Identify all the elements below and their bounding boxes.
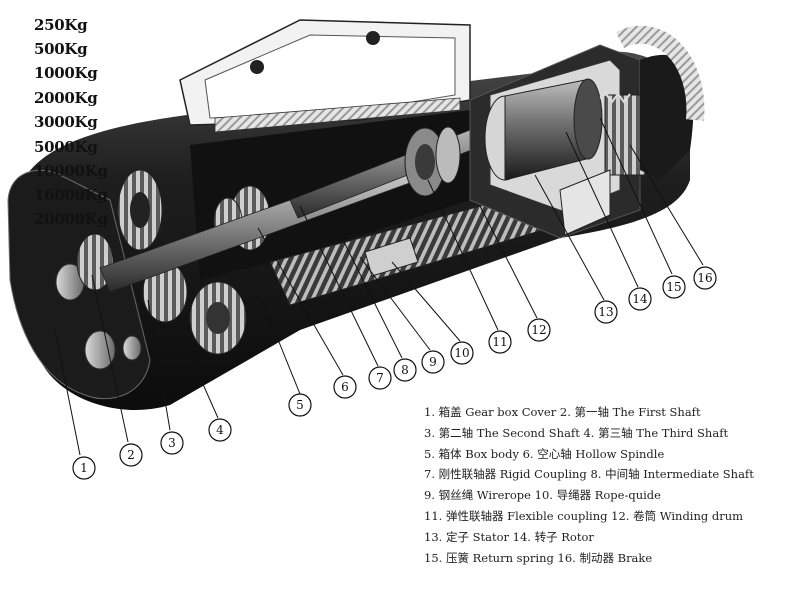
cover-cap-bottom	[84, 330, 116, 370]
callout-7: 7	[368, 366, 392, 390]
callout-circle	[160, 431, 184, 455]
capacity-label: 3000Kg	[34, 113, 98, 131]
callout-circle	[662, 275, 686, 299]
callout-number: 3	[168, 436, 176, 450]
callout-circle	[421, 350, 445, 374]
capacity-label: 10000Kg	[34, 162, 108, 180]
callout-circle	[208, 418, 232, 442]
callout-13: 13	[594, 300, 618, 324]
legend-row: 15. 压簧 Return spring 16. 制动器 Brake	[424, 550, 653, 565]
callout-number: 11	[492, 335, 507, 349]
gear-stack-first-shaft	[117, 169, 163, 251]
capacity-label: 250Kg	[34, 16, 88, 34]
callout-circle	[288, 393, 312, 417]
callout-number: 6	[341, 380, 349, 394]
callout-circle	[527, 318, 551, 342]
parts-legend: 1. 箱盖 Gear box Cover 2. 第一轴 The First Sh…	[424, 402, 794, 568]
gear-stack-third-shaft	[189, 281, 247, 355]
capacity-label: 20000Kg	[34, 210, 108, 228]
callout-number: 4	[216, 423, 224, 437]
legend-row: 1. 箱盖 Gear box Cover 2. 第一轴 The First Sh…	[424, 405, 701, 419]
callout-16: 16	[693, 266, 717, 290]
callout-3: 3	[160, 431, 184, 455]
callout-number: 14	[632, 292, 648, 306]
callout-1: 1	[72, 456, 96, 480]
legend-row: 3. 第二轴 The Second Shaft 4. 第三轴 The Third…	[424, 425, 729, 440]
legend-row: 7. 刚性联轴器 Rigid Coupling 8. 中间轴 Intermedi…	[424, 467, 754, 482]
brake	[604, 25, 705, 181]
callout-number: 10	[454, 346, 469, 360]
legend-row: 9. 钢丝绳 Wirerope 10. 导绳器 Rope-quide	[424, 488, 661, 503]
callout-circle	[628, 287, 652, 311]
callout-circle	[368, 366, 392, 390]
callout-8: 8	[393, 358, 417, 382]
callout-number: 12	[531, 323, 546, 337]
callout-10: 10	[450, 341, 474, 365]
lifting-hole-right	[366, 31, 380, 45]
callout-number: 8	[401, 363, 409, 377]
callout-11: 11	[488, 330, 512, 354]
callout-number: 5	[296, 398, 304, 412]
callout-circle	[693, 266, 717, 290]
callout-circle	[72, 456, 96, 480]
callout-12: 12	[527, 318, 551, 342]
callout-circle	[450, 341, 474, 365]
callout-6: 6	[333, 375, 357, 399]
callout-number: 1	[80, 461, 88, 475]
callout-number: 16	[697, 271, 712, 285]
capacity-label: 1000Kg	[34, 64, 98, 82]
callout-15: 15	[662, 275, 686, 299]
motor-foot	[559, 169, 611, 236]
callout-circle	[119, 443, 143, 467]
callout-circle	[488, 330, 512, 354]
callout-9: 9	[421, 350, 445, 374]
callout-2: 2	[119, 443, 143, 467]
callout-number: 15	[666, 280, 681, 294]
callout-circle	[594, 300, 618, 324]
leader-lines	[54, 117, 704, 456]
capacity-label: 2000Kg	[34, 89, 98, 107]
flexible-coupling	[404, 126, 461, 197]
callout-number: 7	[376, 371, 384, 385]
callout-circle	[393, 358, 417, 382]
return-spring	[599, 92, 631, 104]
callout-circle	[333, 375, 357, 399]
callout-number: 2	[127, 448, 135, 462]
callout-14: 14	[628, 287, 652, 311]
lifting-hole-left	[250, 60, 264, 74]
capacity-label: 16000Kg	[34, 186, 108, 204]
callout-number: 9	[429, 355, 437, 369]
callout-4: 4	[208, 418, 232, 442]
callout-number: 13	[598, 305, 613, 319]
capacity-label: 5000Kg	[34, 138, 98, 156]
legend-row: 13. 定子 Stator 14. 转子 Rotor	[424, 529, 594, 544]
callout-5: 5	[288, 393, 312, 417]
rotor	[484, 78, 603, 181]
rope-guide	[364, 237, 419, 277]
cover-cap-mid	[122, 335, 142, 361]
capacity-label: 500Kg	[34, 40, 88, 58]
legend-row: 5. 箱体 Box body 6. 空心轴 Hollow Spindle	[424, 446, 665, 461]
legend-row: 11. 弹性联轴器 Flexible coupling 12. 卷筒 Windi…	[424, 508, 744, 523]
